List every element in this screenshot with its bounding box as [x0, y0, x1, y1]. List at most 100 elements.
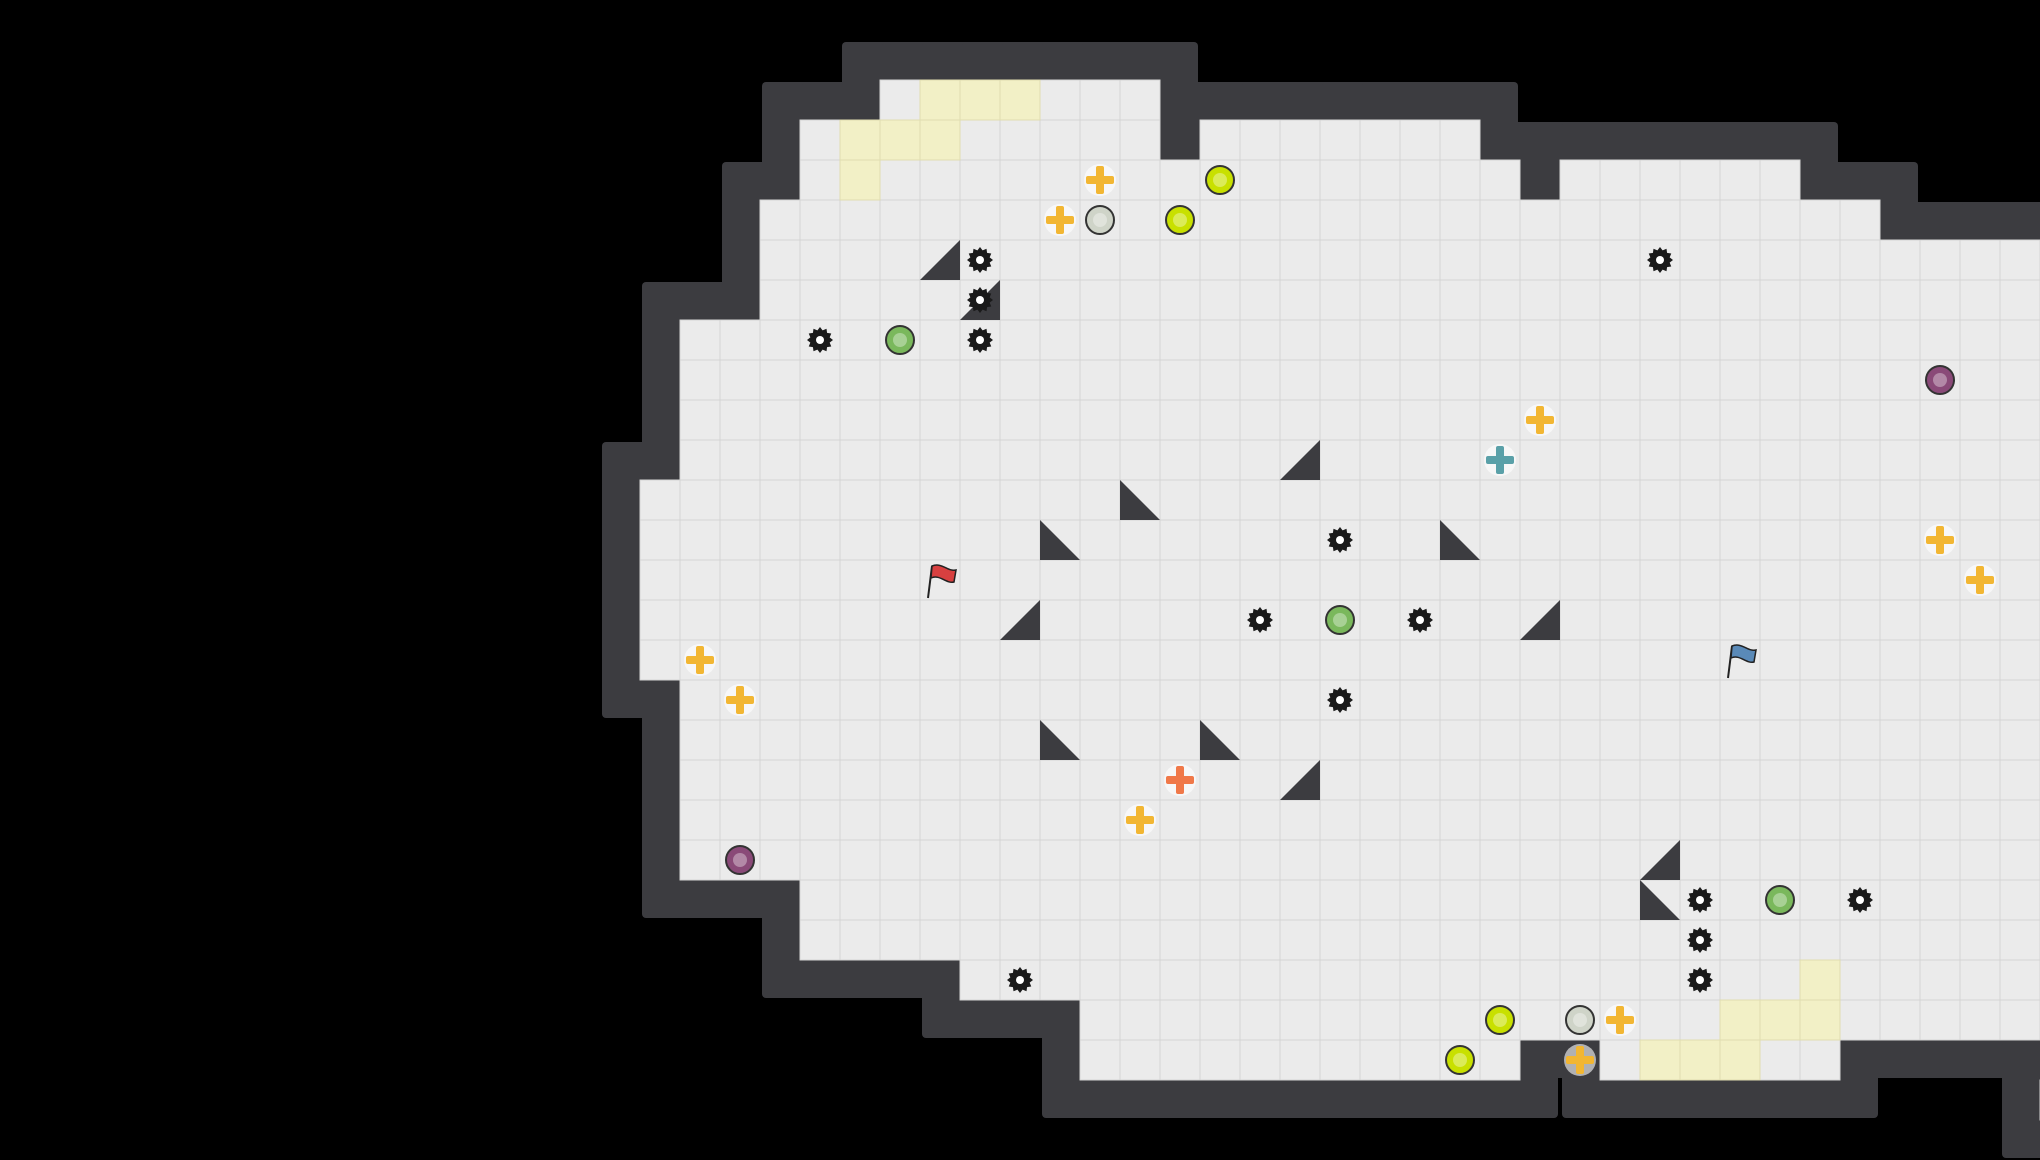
floor-tile	[1799, 679, 1841, 721]
yellow-plus-pickup[interactable]	[1044, 204, 1076, 236]
blue-base-tile	[1719, 1039, 1761, 1081]
floor-tile	[1359, 319, 1401, 361]
floor-tile	[1119, 679, 1161, 721]
green-orb[interactable]	[885, 325, 915, 355]
floor-tile	[919, 639, 961, 681]
floor-tile	[1679, 359, 1721, 401]
yellow-plus-pickup[interactable]	[1924, 524, 1956, 556]
floor-tile	[1159, 239, 1201, 281]
floor-tile	[999, 359, 1041, 401]
yellow-plus-pickup[interactable]	[1564, 1044, 1596, 1076]
floor-tile	[1439, 319, 1481, 361]
yellow-orb[interactable]	[1445, 1045, 1475, 1075]
gray-orb[interactable]	[1565, 1005, 1595, 1035]
floor-tile	[1319, 719, 1361, 761]
floor-tile	[1119, 519, 1161, 561]
floor-tile	[1519, 439, 1561, 481]
floor-tile	[1519, 479, 1561, 521]
floor-tile	[1359, 399, 1401, 441]
floor-tile	[1039, 599, 1081, 641]
floor-tile	[1119, 359, 1161, 401]
floor-tile	[759, 399, 801, 441]
yellow-plus-pickup[interactable]	[724, 684, 756, 716]
floor-tile	[1839, 519, 1881, 561]
gear-icon	[1647, 247, 1673, 273]
floor-tile	[1919, 719, 1961, 761]
green-orb[interactable]	[1765, 885, 1795, 915]
floor-tile	[1719, 359, 1761, 401]
floor-tile	[919, 399, 961, 441]
floor-tile	[1959, 839, 2001, 881]
floor-tile	[1359, 119, 1401, 161]
yellow-plus-pickup[interactable]	[1124, 804, 1156, 836]
floor-tile	[1879, 799, 1921, 841]
floor-tile	[1479, 719, 1521, 761]
yellow-plus-pickup[interactable]	[1964, 564, 1996, 596]
green-orb[interactable]	[1325, 605, 1355, 635]
floor-tile	[1759, 719, 1801, 761]
floor-tile	[1599, 199, 1641, 241]
floor-tile	[1719, 719, 1761, 761]
floor-tile	[1159, 1039, 1201, 1081]
floor-tile	[719, 439, 761, 481]
yellow-orb[interactable]	[1205, 165, 1235, 195]
floor-tile	[1599, 159, 1641, 201]
floor-tile	[1519, 759, 1561, 801]
floor-tile	[1039, 359, 1081, 401]
floor-tile	[679, 519, 721, 561]
floor-tile	[1599, 1039, 1641, 1081]
floor-tile	[1799, 839, 1841, 881]
floor-tile	[1439, 839, 1481, 881]
floor-tile	[1159, 319, 1201, 361]
floor-tile	[1119, 199, 1161, 241]
floor-tile	[1199, 559, 1241, 601]
floor-tile	[1599, 519, 1641, 561]
floor-tile	[1239, 919, 1281, 961]
floor-tile	[959, 799, 1001, 841]
floor-tile	[1399, 199, 1441, 241]
floor-tile	[1079, 839, 1121, 881]
floor-tile	[1039, 119, 1081, 161]
teal-plus-pickup[interactable]	[1484, 444, 1516, 476]
floor-tile	[1399, 239, 1441, 281]
floor-tile	[679, 799, 721, 841]
purple-orb[interactable]	[1925, 365, 1955, 395]
purple-orb[interactable]	[725, 845, 755, 875]
red-flag-icon[interactable]	[927, 564, 957, 599]
floor-tile	[1119, 279, 1161, 321]
floor-tile	[1079, 639, 1121, 681]
yellow-plus-pickup[interactable]	[1084, 164, 1116, 196]
floor-tile	[1239, 359, 1281, 401]
floor-tile	[1279, 159, 1321, 201]
gray-orb[interactable]	[1085, 205, 1115, 235]
floor-tile	[1919, 799, 1961, 841]
yellow-plus-pickup[interactable]	[684, 644, 716, 676]
floor-tile	[759, 199, 801, 241]
floor-tile	[759, 359, 801, 401]
floor-tile	[1279, 719, 1321, 761]
floor-tile	[1759, 159, 1801, 201]
floor-tile	[1359, 959, 1401, 1001]
floor-tile	[1319, 879, 1361, 921]
floor-tile	[1879, 639, 1921, 681]
yellow-plus-pickup[interactable]	[1524, 404, 1556, 436]
floor-tile	[679, 359, 721, 401]
yellow-plus-pickup[interactable]	[1604, 1004, 1636, 1036]
yellow-orb[interactable]	[1165, 205, 1195, 235]
gear-icon	[807, 327, 833, 353]
floor-tile	[1559, 199, 1601, 241]
floor-tile	[1239, 479, 1281, 521]
yellow-orb[interactable]	[1485, 1005, 1515, 1035]
floor-tile	[919, 599, 961, 641]
blue-flag-icon[interactable]	[1727, 644, 1757, 679]
floor-tile	[1839, 719, 1881, 761]
floor-tile	[1039, 639, 1081, 681]
orange-plus-pickup[interactable]	[1164, 764, 1196, 796]
floor-tile	[1799, 759, 1841, 801]
floor-tile	[639, 599, 681, 641]
floor-tile	[1279, 1039, 1321, 1081]
floor-tile	[1639, 719, 1681, 761]
floor-tile	[799, 559, 841, 601]
